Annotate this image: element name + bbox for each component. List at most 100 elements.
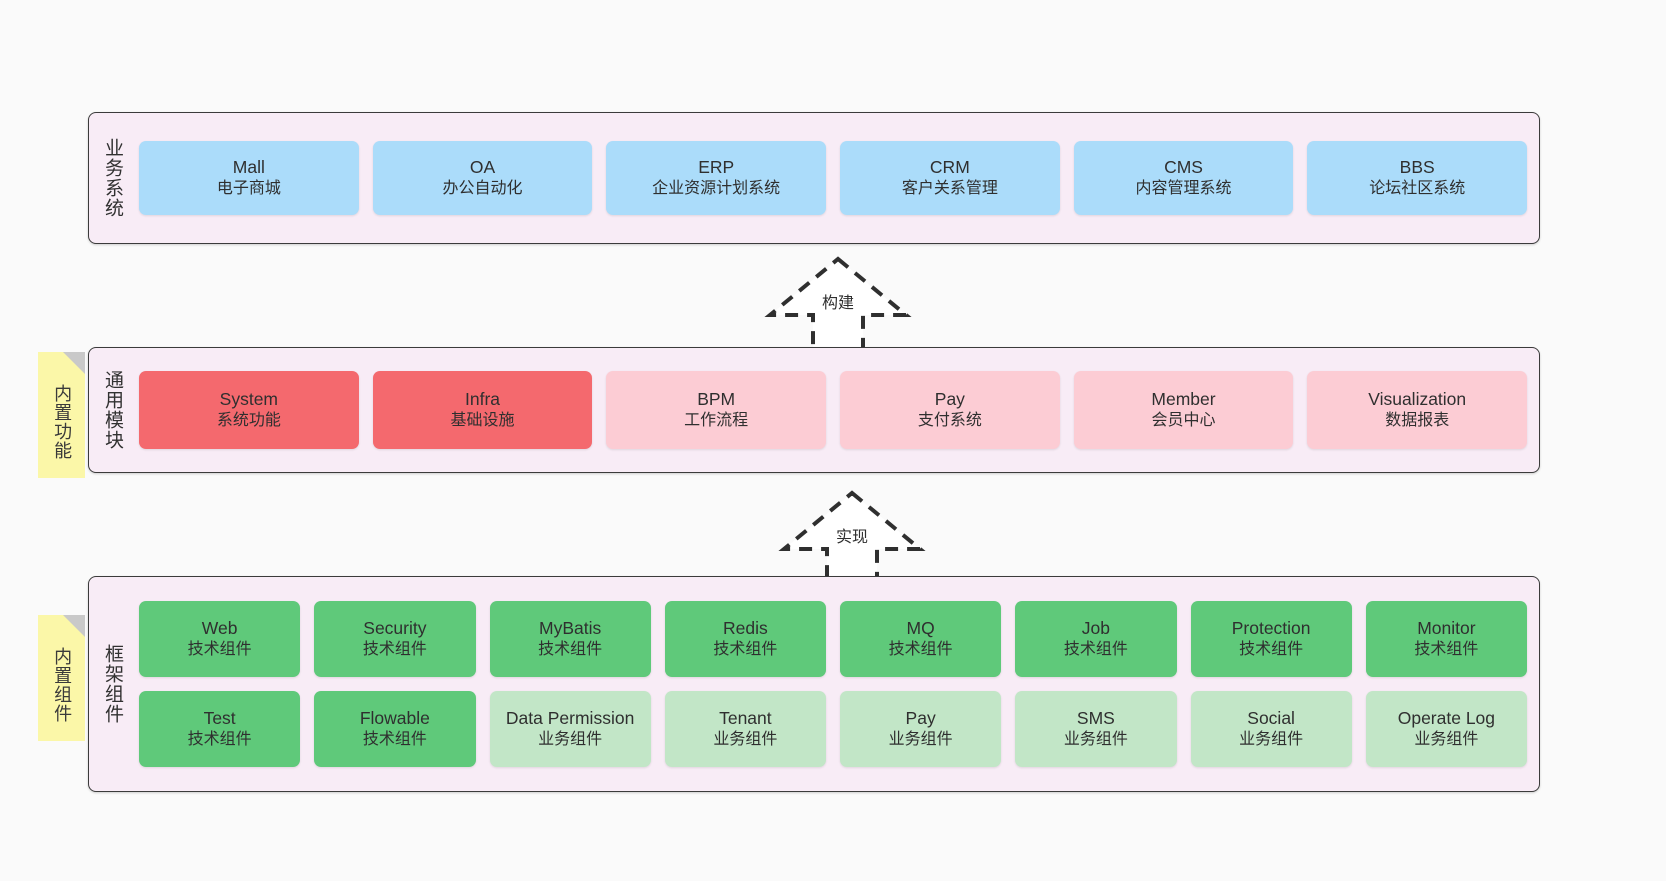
card-crm[interactable]: CRM 客户关系管理 <box>840 141 1060 215</box>
card-subtitle: 技术组件 <box>888 640 953 658</box>
card-title: Security <box>363 618 427 639</box>
card-system[interactable]: System 系统功能 <box>139 371 359 449</box>
card-protection[interactable]: Protection 技术组件 <box>1190 601 1352 677</box>
card-subtitle: 业务组件 <box>713 730 778 748</box>
section-framework-components: 框架组件 Web 技术组件 Security 技术组件 MyBatis 技术组件… <box>88 576 1540 792</box>
sticky-note-label: 内置功能 <box>52 384 73 460</box>
card-pay-component[interactable]: Pay 业务组件 <box>840 691 1002 767</box>
card-subtitle: 技术组件 <box>187 730 252 748</box>
card-mq[interactable]: MQ 技术组件 <box>840 601 1002 677</box>
framework-card-row-1: Web 技术组件 Security 技术组件 MyBatis 技术组件 Redi… <box>139 601 1527 677</box>
card-subtitle: 基础设施 <box>450 411 515 429</box>
page-fold-corner-icon <box>63 352 85 374</box>
card-title: MyBatis <box>539 618 602 639</box>
card-subtitle: 技术组件 <box>1063 640 1128 658</box>
card-title: Mall <box>232 157 265 178</box>
card-tenant[interactable]: Tenant 业务组件 <box>664 691 826 767</box>
card-operate-log[interactable]: Operate Log 业务组件 <box>1365 691 1527 767</box>
dashed-up-arrow-icon <box>764 256 912 351</box>
card-job[interactable]: Job 技术组件 <box>1015 601 1177 677</box>
card-subtitle: 技术组件 <box>713 640 778 658</box>
card-title: Member <box>1151 389 1216 410</box>
business-cards-container: Mall 电子商城 OA 办公自动化 ERP 企业资源计划系统 CRM 客户关系… <box>135 113 1539 243</box>
card-web[interactable]: Web 技术组件 <box>139 601 301 677</box>
card-title: Social <box>1247 708 1295 729</box>
card-title: BPM <box>697 389 736 410</box>
sticky-note-builtin-features: 内置功能 <box>38 352 85 478</box>
section-label-business: 业务系统 <box>102 138 124 218</box>
card-subtitle: 技术组件 <box>362 640 427 658</box>
card-subtitle: 电子商城 <box>216 179 281 197</box>
card-erp[interactable]: ERP 企业资源计划系统 <box>606 141 827 215</box>
card-subtitle: 客户关系管理 <box>901 179 998 197</box>
section-business-systems: 业务系统 Mall 电子商城 OA 办公自动化 ERP 企业资源计划系统 CRM… <box>88 112 1540 244</box>
connector-implement-arrow: 实现 <box>772 487 932 587</box>
common-card-row: System 系统功能 Infra 基础设施 BPM 工作流程 Pay 支付系统… <box>139 371 1528 449</box>
card-title: Web <box>201 618 238 639</box>
card-mall[interactable]: Mall 电子商城 <box>139 141 359 215</box>
card-subtitle: 会员中心 <box>1151 411 1216 429</box>
card-title: MQ <box>906 618 935 639</box>
section-common-modules: 通用模块 System 系统功能 Infra 基础设施 BPM 工作流程 Pay… <box>88 347 1540 473</box>
card-subtitle: 论坛社区系统 <box>1369 179 1466 197</box>
card-title: Monitor <box>1417 618 1476 639</box>
card-monitor[interactable]: Monitor 技术组件 <box>1365 601 1527 677</box>
dashed-up-arrow-icon <box>778 490 926 585</box>
card-title: Tenant <box>719 708 772 729</box>
connector-build-arrow: 构建 <box>758 253 918 353</box>
card-title: SMS <box>1076 708 1115 729</box>
card-title: System <box>219 389 279 410</box>
card-title: CMS <box>1164 157 1203 178</box>
card-title: BBS <box>1399 157 1435 178</box>
card-subtitle: 业务组件 <box>1414 730 1479 748</box>
card-security[interactable]: Security 技术组件 <box>314 601 476 677</box>
card-infra[interactable]: Infra 基础设施 <box>372 371 593 449</box>
card-subtitle: 业务组件 <box>888 730 953 748</box>
card-data-permission[interactable]: Data Permission 业务组件 <box>489 691 651 767</box>
card-subtitle: 技术组件 <box>362 730 427 748</box>
card-oa[interactable]: OA 办公自动化 <box>372 141 593 215</box>
card-subtitle: 业务组件 <box>538 730 603 748</box>
sticky-note-builtin-components: 内置组件 <box>38 615 85 741</box>
card-bbs[interactable]: BBS 论坛社区系统 <box>1307 141 1528 215</box>
card-sms[interactable]: SMS 业务组件 <box>1015 691 1177 767</box>
card-subtitle: 技术组件 <box>187 640 252 658</box>
card-subtitle: 企业资源计划系统 <box>652 179 781 197</box>
card-subtitle: 内容管理系统 <box>1135 179 1232 197</box>
card-title: OA <box>469 157 496 178</box>
card-subtitle: 技术组件 <box>1239 640 1304 658</box>
card-title: Redis <box>723 618 768 639</box>
card-title: Data Permission <box>505 708 635 729</box>
card-title: Job <box>1081 618 1110 639</box>
card-redis[interactable]: Redis 技术组件 <box>664 601 826 677</box>
card-title: CRM <box>929 157 970 178</box>
card-subtitle: 工作流程 <box>684 411 749 429</box>
card-title: Pay <box>934 389 965 410</box>
section-label-common: 通用模块 <box>102 370 124 450</box>
card-mybatis[interactable]: MyBatis 技术组件 <box>489 601 651 677</box>
card-subtitle: 业务组件 <box>1239 730 1304 748</box>
card-title: Protection <box>1231 618 1311 639</box>
card-test[interactable]: Test 技术组件 <box>139 691 301 767</box>
card-pay-module[interactable]: Pay 支付系统 <box>840 371 1060 449</box>
card-flowable[interactable]: Flowable 技术组件 <box>314 691 476 767</box>
card-title: Flowable <box>359 708 430 729</box>
card-social[interactable]: Social 业务组件 <box>1190 691 1352 767</box>
card-title: Test <box>203 708 236 729</box>
business-card-row: Mall 电子商城 OA 办公自动化 ERP 企业资源计划系统 CRM 客户关系… <box>139 141 1528 215</box>
card-title: Infra <box>464 389 501 410</box>
card-visualization[interactable]: Visualization 数据报表 <box>1307 371 1528 449</box>
card-title: Visualization <box>1368 389 1467 410</box>
common-cards-container: System 系统功能 Infra 基础设施 BPM 工作流程 Pay 支付系统… <box>135 348 1539 472</box>
card-title: ERP <box>698 157 735 178</box>
framework-cards-container: Web 技术组件 Security 技术组件 MyBatis 技术组件 Redi… <box>135 577 1539 791</box>
page-fold-corner-icon <box>63 615 85 637</box>
card-subtitle: 技术组件 <box>538 640 603 658</box>
card-cms[interactable]: CMS 内容管理系统 <box>1073 141 1294 215</box>
card-member[interactable]: Member 会员中心 <box>1073 371 1294 449</box>
framework-card-row-2: Test 技术组件 Flowable 技术组件 Data Permission … <box>139 691 1527 767</box>
card-subtitle: 业务组件 <box>1063 730 1128 748</box>
card-bpm[interactable]: BPM 工作流程 <box>606 371 827 449</box>
card-subtitle: 办公自动化 <box>442 179 523 197</box>
